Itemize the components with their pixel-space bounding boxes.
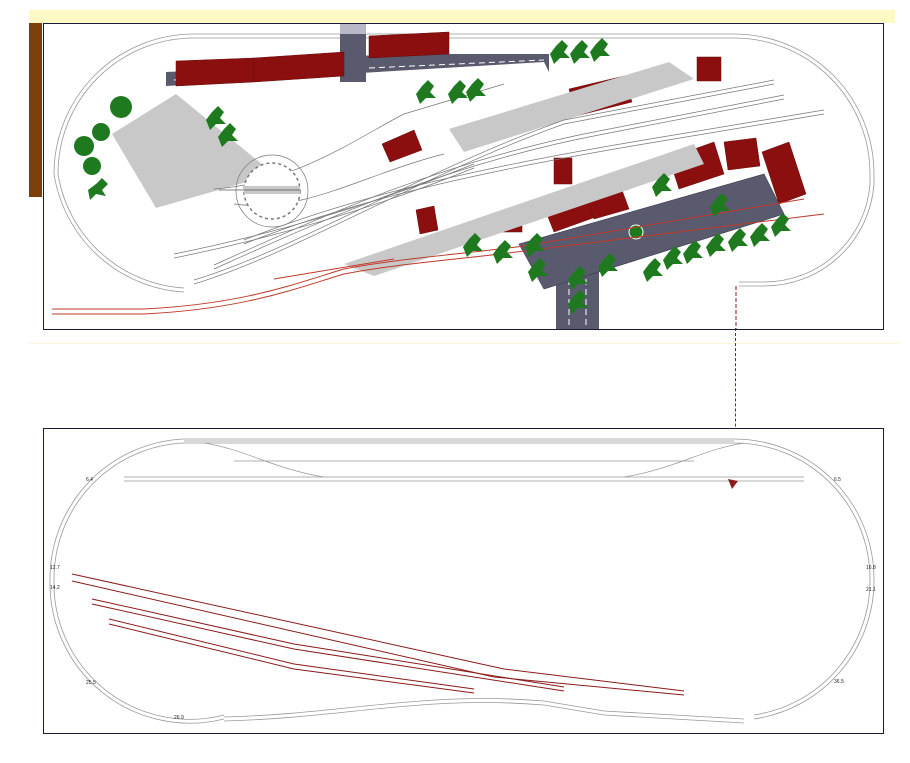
- level-divider: [29, 343, 899, 344]
- top-band: [29, 10, 895, 23]
- label-right-top: 6.5: [834, 477, 841, 483]
- lower-return-track: [223, 698, 745, 724]
- label-left-mid-a: 12.7: [50, 565, 60, 571]
- label-left-bottom: 25.5: [86, 680, 96, 686]
- label-right-bottom: 36.5: [834, 679, 844, 685]
- turntable: [219, 154, 309, 228]
- track-labels: 6.4 6.5 12.7 14.2 16.8 21.1 25.5 36.5 26…: [50, 477, 876, 721]
- label-bottom-left: 26.9: [174, 715, 184, 721]
- label-left-top: 6.4: [86, 477, 93, 483]
- outer-loop-track: [49, 438, 875, 724]
- position-marker-icon: [728, 479, 738, 489]
- platforms: [112, 62, 704, 276]
- upper-level-plan: [52, 24, 875, 329]
- label-left-mid-b: 14.2: [50, 585, 60, 591]
- trees: [74, 38, 791, 314]
- label-right-mid-a: 16.8: [866, 565, 876, 571]
- upper-level-panel: [43, 23, 884, 330]
- station-tracks: [173, 79, 825, 285]
- helix-track: [71, 573, 685, 696]
- outer-loop-track: [53, 33, 875, 293]
- staging-sidings: [124, 440, 804, 482]
- wooden-post: [29, 23, 42, 197]
- helix-track: [52, 198, 825, 315]
- lower-level-plan: 6.4 6.5 12.7 14.2 16.8 21.1 25.5 36.5 26…: [49, 438, 876, 724]
- lower-level-panel: 6.4 6.5 12.7 14.2 16.8 21.1 25.5 36.5 26…: [43, 428, 884, 734]
- label-right-mid-b: 21.1: [866, 587, 876, 593]
